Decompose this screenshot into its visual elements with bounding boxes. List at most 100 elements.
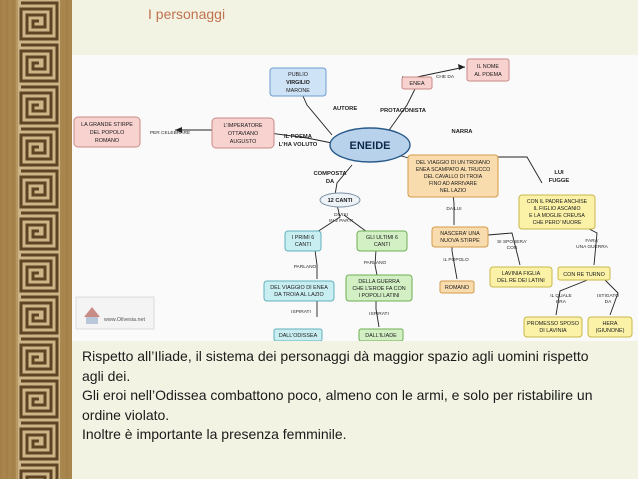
node-nuova-stirpe bbox=[431, 226, 489, 248]
node-guerra-l3: I POPOLI LATINI bbox=[359, 293, 400, 299]
node-canti bbox=[319, 192, 361, 208]
link-istigato-l2: DA bbox=[605, 299, 612, 305]
link-fara-l2: UNA GUERRA bbox=[576, 244, 609, 250]
node-sposo-l2: DI LAVINIA bbox=[539, 328, 567, 334]
node-primi-l2: CANTI bbox=[295, 242, 311, 248]
node-viaggio-troiano-l4: FINO AD ARRIVARE bbox=[429, 181, 478, 187]
link-istigato-l1: ISTIGATO bbox=[597, 293, 619, 299]
svg-text:SI SPOSERA’CON: SI SPOSERA’CON bbox=[497, 239, 527, 251]
node-viaggio-troiano-l3: DEL CAVALLO DI TROIA bbox=[424, 174, 483, 180]
node-sposo-l1: PROMESSO SPOSO bbox=[527, 321, 579, 327]
node-publio-l3: MARONE bbox=[286, 88, 310, 94]
node-stirpe-l3: ROMANO bbox=[95, 138, 119, 144]
node-sposo bbox=[523, 316, 583, 338]
link-si-sposera-l1: SI SPOSERA’ bbox=[497, 239, 527, 245]
node-viaggio-troiano bbox=[407, 154, 499, 198]
node-nome-l1: IL NOME bbox=[477, 64, 499, 70]
greek-key-border bbox=[0, 0, 72, 479]
node-viaggio-troiano-l5: NEL LAZIO bbox=[440, 188, 466, 194]
node-iliade-text: DALL’ILIADE bbox=[365, 333, 397, 339]
node-re-turno bbox=[557, 266, 611, 281]
body-line-1: Rispetto all’Iliade, il sistema dei pers… bbox=[82, 348, 589, 364]
link-il-poema-l1: IL POEMA bbox=[284, 134, 313, 140]
node-enea-text: ENEA bbox=[409, 81, 425, 87]
node-publio-l2: VIRGILIO bbox=[286, 80, 310, 86]
link-ispirati-2: ISPIRATI bbox=[369, 311, 389, 317]
link-composta-l2: DA bbox=[326, 179, 335, 185]
link-protagonista: PROTAGONISTA bbox=[380, 108, 427, 114]
node-nome-l2: AL POEMA bbox=[474, 72, 502, 78]
node-primi-l1: I PRIMI 6 bbox=[292, 235, 314, 241]
link-per-celebrare: PER CELEBRARE bbox=[150, 130, 190, 136]
link-fara-l1: FARA’ bbox=[585, 238, 598, 244]
svg-text:FARA’UNA GUERRA: FARA’UNA GUERRA bbox=[576, 238, 609, 250]
link-che-da: CHE DA bbox=[436, 74, 455, 80]
concept-map-image: PUBLIO VIRGILIO MARONE ENEA IL NOME AL POEM… bbox=[72, 55, 638, 341]
node-guerra-l2: CHE L’EROE FA CON bbox=[352, 286, 405, 292]
link-si-sposera-l2: CON bbox=[507, 245, 518, 251]
node-padre bbox=[518, 194, 596, 230]
node-eneide bbox=[329, 127, 411, 163]
node-publio-l1: PUBLIO bbox=[288, 72, 308, 78]
node-lavinia-l2: DEL RE DEI LATINI bbox=[497, 278, 545, 284]
node-stirpe-l1: LA GRANDE STIRPE bbox=[81, 122, 133, 128]
link-lui-fugge-l1: LUI bbox=[554, 170, 564, 176]
slide-title: I personaggi bbox=[148, 6, 226, 22]
node-imperatore-l3: AUGUSTO bbox=[230, 139, 257, 145]
link-divisi-l1: DIVISI bbox=[334, 212, 348, 218]
node-primi bbox=[284, 230, 322, 252]
node-padre-l1: CON IL PADRE ANCHISE bbox=[527, 199, 588, 205]
node-iliade bbox=[358, 328, 404, 341]
node-viaggio-enea-l2: DA TROIA AL LAZIO bbox=[274, 292, 323, 298]
node-hera bbox=[587, 316, 633, 338]
node-nome bbox=[466, 58, 510, 82]
link-composta-l1: COMPOSTA bbox=[313, 171, 347, 177]
node-imperatore bbox=[211, 117, 275, 149]
watermark-text: www.Oilvesia.net bbox=[103, 317, 146, 323]
node-ultimi bbox=[356, 230, 408, 252]
node-stirpe bbox=[73, 116, 141, 148]
node-viaggio-enea bbox=[263, 280, 335, 302]
node-canti-text: 12 CANTI bbox=[328, 198, 353, 204]
link-parlano-1: PARLANO bbox=[294, 264, 317, 270]
node-eneide-text: ENEIDE bbox=[350, 140, 391, 152]
svg-text:HERA(GIUNONE): HERA(GIUNONE) bbox=[596, 321, 625, 334]
link-lui-fugge-l2: FUGGE bbox=[549, 178, 570, 184]
link-divisi-l2: IN 2 PARTI bbox=[329, 218, 353, 224]
node-stirpe-l2: DEL POPOLO bbox=[90, 130, 125, 136]
body-line-4: ordine violato. bbox=[82, 406, 170, 423]
node-romano bbox=[439, 280, 475, 294]
link-il-quale-l1: IL QUALE bbox=[550, 293, 571, 299]
node-romano-text: ROMANO bbox=[445, 285, 469, 291]
node-padre-l4: CHE PERO’ MUORE bbox=[533, 220, 582, 226]
slide-body-text: Rispetto all’Iliade, il sistema dei pers… bbox=[82, 347, 630, 445]
node-publio bbox=[269, 67, 327, 97]
node-guerra bbox=[345, 274, 413, 302]
link-autore: AUTORE bbox=[333, 106, 358, 112]
node-imperatore-l2: OTTAVIANO bbox=[228, 131, 258, 137]
node-ultimi-l2: CANTI bbox=[374, 242, 390, 248]
node-nuova-stirpe-l2: NUOVA STIRPE bbox=[440, 238, 480, 244]
node-lavinia-l1: LAVINIA FIGLIA bbox=[502, 271, 541, 277]
node-hera-l2: (GIUNONE) bbox=[596, 328, 625, 334]
node-padre-l2: IL FIGLIO ASCANIO bbox=[533, 206, 580, 212]
node-viaggio-troiano-l1: DEL VIAGGIO DI UN TROIANO bbox=[416, 160, 490, 166]
node-guerra-l1: DELLA GUERRA bbox=[358, 279, 400, 285]
node-odissea-text: DALL’ODISSEA bbox=[279, 333, 318, 339]
watermark-logo: www.Oilvesia.net bbox=[75, 296, 155, 330]
link-il-quale-l2: ERA bbox=[556, 299, 567, 305]
node-odissea bbox=[273, 328, 323, 341]
